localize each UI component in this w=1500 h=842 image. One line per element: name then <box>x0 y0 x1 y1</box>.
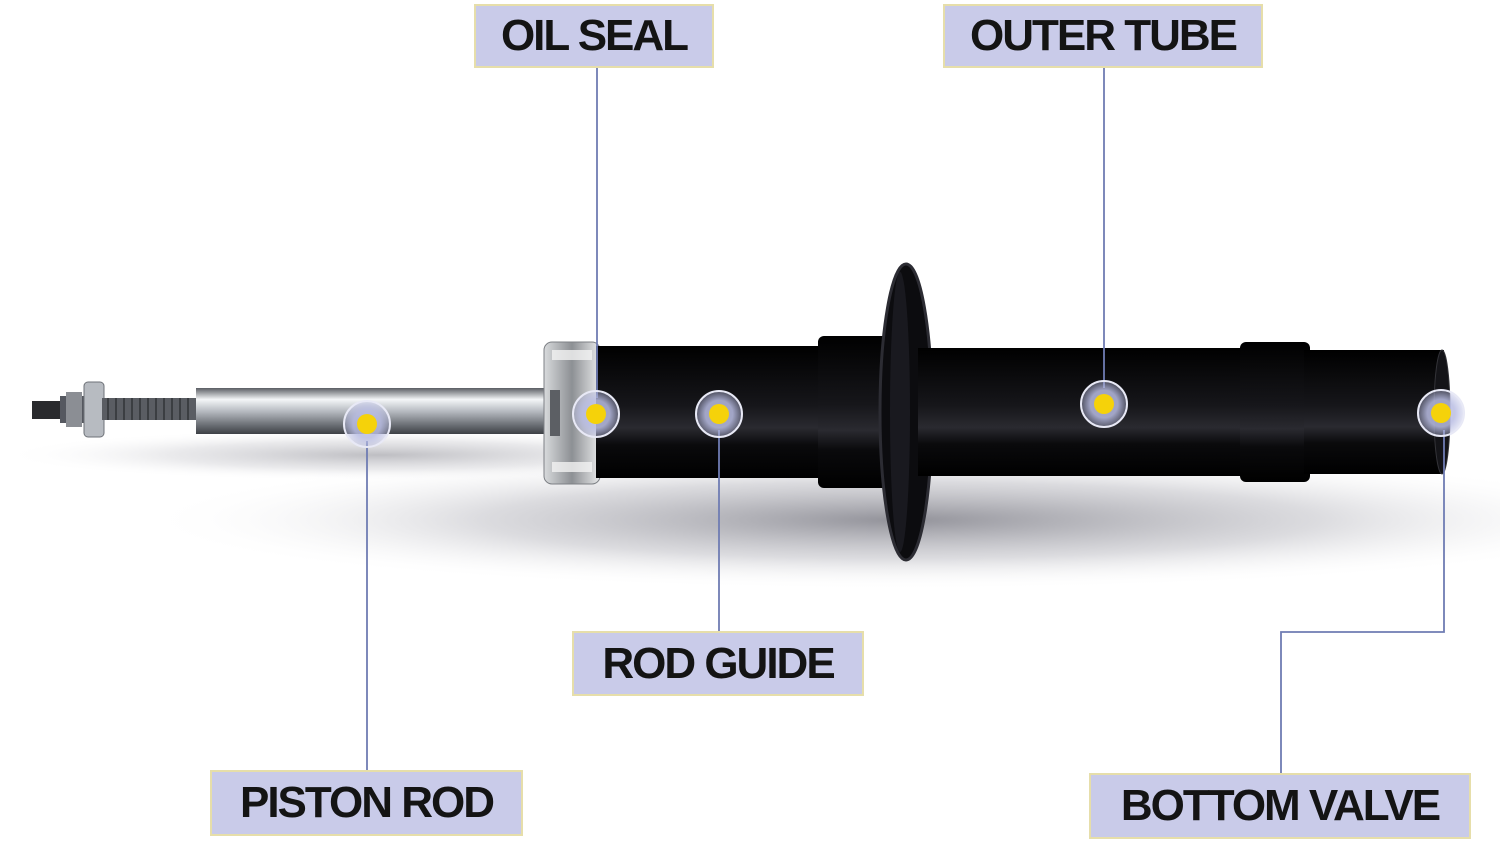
bottom-valve-leader <box>1280 430 1445 773</box>
floor-shadow <box>140 450 1500 590</box>
leader-lines <box>366 66 1445 773</box>
piston-rod-marker <box>343 400 391 448</box>
oil-seal-label: OIL SEAL <box>474 4 714 68</box>
bottom-valve-label: BOTTOM VALVE <box>1089 773 1471 839</box>
tube-band <box>1240 342 1310 482</box>
rod-guide-marker <box>695 390 743 438</box>
oil-seal-cap <box>543 341 601 485</box>
rod-guide-label: ROD GUIDE <box>572 631 864 696</box>
outer-tube-label: OUTER TUBE <box>943 4 1263 68</box>
outer-tube-marker <box>1080 380 1128 428</box>
bottom-valve-marker <box>1417 389 1465 437</box>
piston-rod-label: PISTON ROD <box>210 770 523 836</box>
oil-seal-marker <box>572 390 620 438</box>
stud-and-nut <box>32 381 198 438</box>
